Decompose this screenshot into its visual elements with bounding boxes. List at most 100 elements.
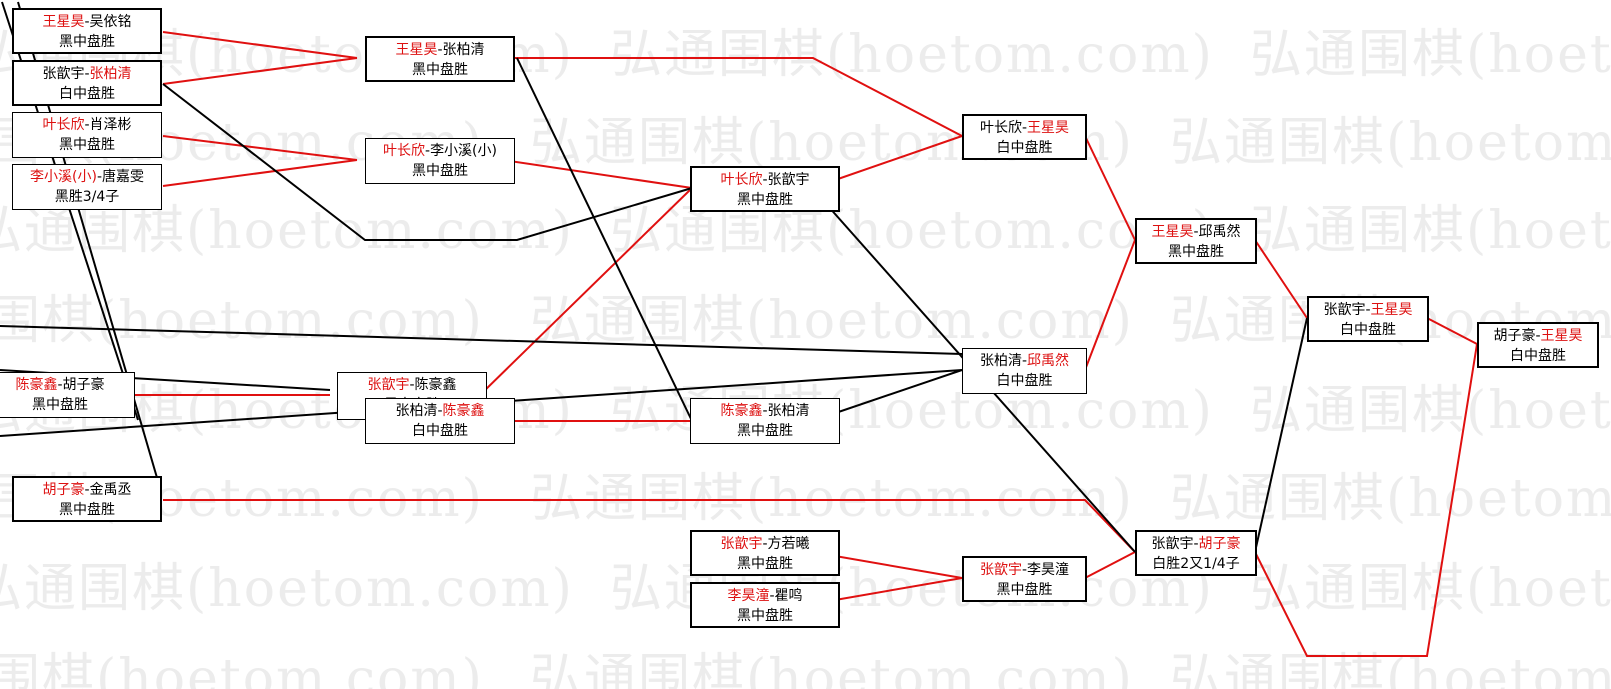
connector-red [163,499,1136,553]
match-players: 叶长欣-王星昊 [964,118,1085,138]
connector-red [502,159,693,189]
match-result: 黑中盘胜 [737,556,793,572]
match-result: 白中盘胜 [59,86,115,102]
player-name: 叶长欣 [720,172,763,188]
player-separator: - [1021,120,1028,136]
match-box[interactable]: 陈豪鑫-张柏清黑中盘胜 [690,398,840,444]
player-name: 张柏清 [979,353,1022,369]
connector-red [479,187,693,396]
player-separator: - [437,42,443,58]
player-name: 张歆宇 [367,377,410,393]
match-result: 黑中盘胜 [412,163,468,179]
player-name: 张歆宇 [42,66,85,82]
player-name: 陈豪鑫 [442,403,485,419]
player-name: 金禹丞 [89,482,132,498]
connector-red [1254,343,1478,657]
player-name: 张柏清 [442,42,485,58]
match-result: 白中盘胜 [1510,348,1566,364]
match-players: 王星昊-吴依铭 [14,12,160,32]
match-players: 张柏清-邱禹然 [963,351,1086,371]
connector-red [162,57,358,85]
match-box[interactable]: 张歆宇-胡子豪白胜2又1/4子 [1135,530,1257,576]
match-players: 胡子豪-王星昊 [1479,326,1597,346]
player-name: 王星昊 [1370,302,1413,318]
player-name: 胡子豪 [42,482,85,498]
match-box[interactable]: 叶长欣-李小溪(小) 黑中盘胜 [365,138,515,184]
match-box[interactable]: 陈豪鑫-胡子豪黑中盘胜 [0,372,135,418]
match-result: 黑中盘胜 [32,397,88,413]
player-name: 张歆宇 [767,172,810,188]
match-box[interactable]: 张歆宇-李昊潼黑中盘胜 [962,556,1087,602]
player-name: 瞿鸣 [774,588,803,604]
player-separator: - [425,143,431,159]
match-box[interactable]: 张柏清-邱禹然白中盘胜 [962,348,1087,394]
match-players: 叶长欣-肖泽彬 [13,115,161,135]
player-separator: - [1021,353,1028,369]
match-players: 张歆宇-李昊潼 [964,560,1085,580]
player-name: 张歆宇 [1323,302,1366,318]
match-players: 胡子豪-金禹丞 [14,480,160,500]
player-separator: - [769,588,775,604]
player-name: 张歆宇 [1151,536,1194,552]
player-separator: - [762,536,768,552]
player-name: 胡子豪 [1198,536,1241,552]
player-name: 张柏清 [767,403,810,419]
match-result: 黑中盘胜 [1168,244,1224,260]
match-box[interactable]: 王星昊-张柏清黑中盘胜 [365,36,515,82]
match-players: 叶长欣-李小溪(小) [366,141,514,161]
connector-red [503,57,963,137]
match-result: 白中盘胜 [996,140,1053,156]
match-box[interactable]: 李小溪(小)-唐嘉雯黑胜3/4子 [12,164,162,210]
match-box[interactable]: 王星昊-吴依铭黑中盘胜 [12,8,162,54]
match-players: 叶长欣-张歆宇 [692,170,838,190]
player-name: 叶长欣 [383,143,425,159]
player-separator: - [84,117,90,133]
player-name: 张柏清 [89,66,132,82]
match-result: 黑中盘胜 [59,34,115,50]
match-players: 张歆宇-方若曦 [692,534,838,554]
match-box[interactable]: 叶长欣-肖泽彬黑中盘胜 [12,112,162,158]
player-name: 王星昊 [1027,120,1070,136]
match-result: 黑中盘胜 [737,608,793,624]
connector-red [1426,317,1478,345]
match-result: 黑中盘胜 [59,502,115,518]
player-separator: - [409,377,415,393]
player-separator: - [437,403,443,419]
match-players: 李小溪(小)-唐嘉雯 [13,167,161,187]
match-players: 王星昊-张柏清 [367,40,513,60]
player-name: 方若曦 [767,536,810,552]
match-players: 张柏清-陈豪鑫 [366,401,514,421]
match-box[interactable]: 胡子豪-王星昊白中盘胜 [1477,322,1599,368]
player-separator: - [1535,328,1541,344]
player-name: 张歆宇 [979,562,1022,578]
player-name: 胡子豪 [1493,328,1536,344]
player-name: 李小溪(小) [430,143,497,159]
player-separator: - [762,403,768,419]
connector-red [162,135,358,161]
match-box[interactable]: 叶长欣-张歆宇黑中盘胜 [690,166,840,212]
connector-red [1084,135,1136,241]
match-box[interactable]: 张歆宇-方若曦黑中盘胜 [690,530,840,576]
match-box[interactable]: 张歆宇-张柏清白中盘胜 [12,60,162,106]
match-players: 张歆宇-胡子豪 [1137,534,1255,554]
match-box[interactable]: 胡子豪-金禹丞黑中盘胜 [12,476,162,522]
match-box[interactable]: 张歆宇-王星昊白中盘胜 [1307,296,1429,342]
match-box[interactable]: 王星昊-邱禹然黑中盘胜 [1135,218,1257,264]
player-separator: - [84,482,90,498]
match-players: 王星昊-邱禹然 [1137,222,1255,242]
connector-red [1254,239,1308,319]
player-name: 邱禹然 [1027,353,1070,369]
player-name: 王星昊 [1151,224,1194,240]
player-name: 王星昊 [42,14,85,30]
connector-red [1084,551,1136,579]
match-box[interactable]: 叶长欣-王星昊白中盘胜 [962,114,1087,160]
player-separator: - [84,14,90,30]
player-separator: - [1193,224,1199,240]
match-box[interactable]: 张柏清-陈豪鑫白中盘胜 [365,398,515,444]
player-name: 张歆宇 [720,536,763,552]
match-result: 黑胜3/4子 [54,189,120,205]
match-box[interactable]: 李昊潼-瞿鸣黑中盘胜 [690,582,840,628]
match-result: 黑中盘胜 [737,192,793,208]
player-name: 陈豪鑫 [720,403,763,419]
